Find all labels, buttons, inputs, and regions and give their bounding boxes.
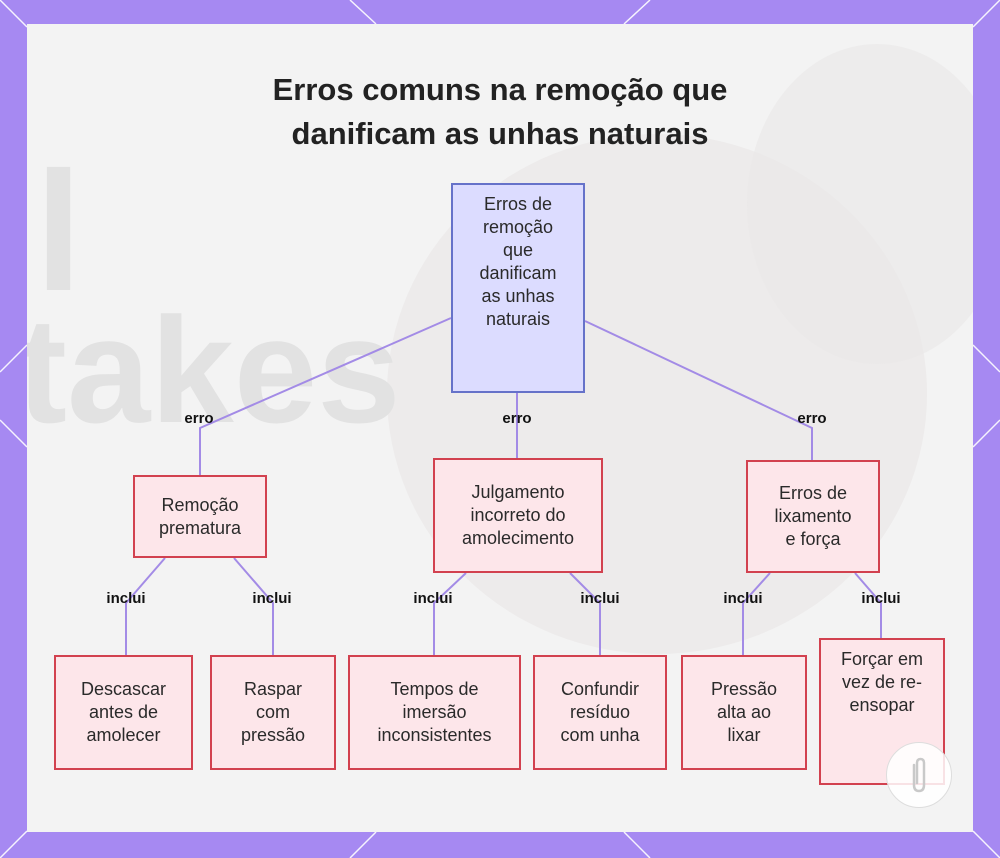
leaf-node-label: Pressão alta ao lixar	[710, 679, 778, 745]
edge-cat3-leaf6	[854, 572, 882, 638]
edge-label-erro: erro	[184, 410, 214, 427]
leaf-node-label: Raspar com pressão	[240, 679, 306, 745]
background-blur	[747, 44, 973, 364]
root-node: Erros de remoção que danificam as unhas …	[451, 183, 585, 393]
edge-cat2-leaf4	[569, 572, 601, 655]
leaf-node: Descascar antes de amolecer	[54, 655, 193, 770]
edge-label-erro: erro	[797, 410, 827, 427]
category-node: Erros de lixamento e força	[746, 460, 880, 573]
diagram-title: Erros comuns na remoção que danificam as…	[0, 68, 1000, 156]
leaf-node-label: Tempos de imersão inconsistentes	[377, 679, 492, 745]
edge-label-erro: erro	[502, 410, 532, 427]
category-node-label: Julgamento incorreto do amolecimento	[461, 482, 575, 548]
edge-root-cat1	[199, 317, 452, 475]
edge-cat3-leaf5	[742, 572, 771, 655]
leaf-node: Confundir resíduo com unha	[533, 655, 667, 770]
edge-cat2-leaf3	[433, 572, 467, 655]
leaf-node-label: Confundir resíduo com unha	[560, 679, 640, 745]
edge-label-inclui: inclui	[413, 590, 453, 607]
paperclip-icon	[886, 742, 952, 808]
edge-label-inclui: inclui	[723, 590, 763, 607]
category-node-label: Remoção prematura	[158, 494, 242, 538]
leaf-node-label: Forçar em vez de re- ensopar	[840, 649, 923, 715]
edge-label-inclui: inclui	[580, 590, 620, 607]
root-node-label: Erros de remoção que danificam as unhas …	[479, 194, 557, 329]
edge-label-inclui: inclui	[861, 590, 901, 607]
category-node-label: Erros de lixamento e força	[774, 483, 852, 549]
category-node: Remoção prematura	[133, 475, 267, 558]
category-node: Julgamento incorreto do amolecimento	[433, 458, 603, 573]
edge-root-cat3	[584, 320, 813, 460]
title-line-1: Erros comuns na remoção que	[272, 72, 728, 107]
edge-cat1-leaf1	[125, 557, 166, 655]
edge-label-inclui: inclui	[252, 590, 292, 607]
title-line-2: danificam as unhas naturais	[291, 116, 709, 151]
leaf-node-label: Descascar antes de amolecer	[80, 679, 167, 745]
leaf-node: Raspar com pressão	[210, 655, 336, 770]
leaf-node: Tempos de imersão inconsistentes	[348, 655, 521, 770]
leaf-node: Pressão alta ao lixar	[681, 655, 807, 770]
edge-label-inclui: inclui	[106, 590, 146, 607]
edge-cat1-leaf2	[233, 557, 274, 655]
